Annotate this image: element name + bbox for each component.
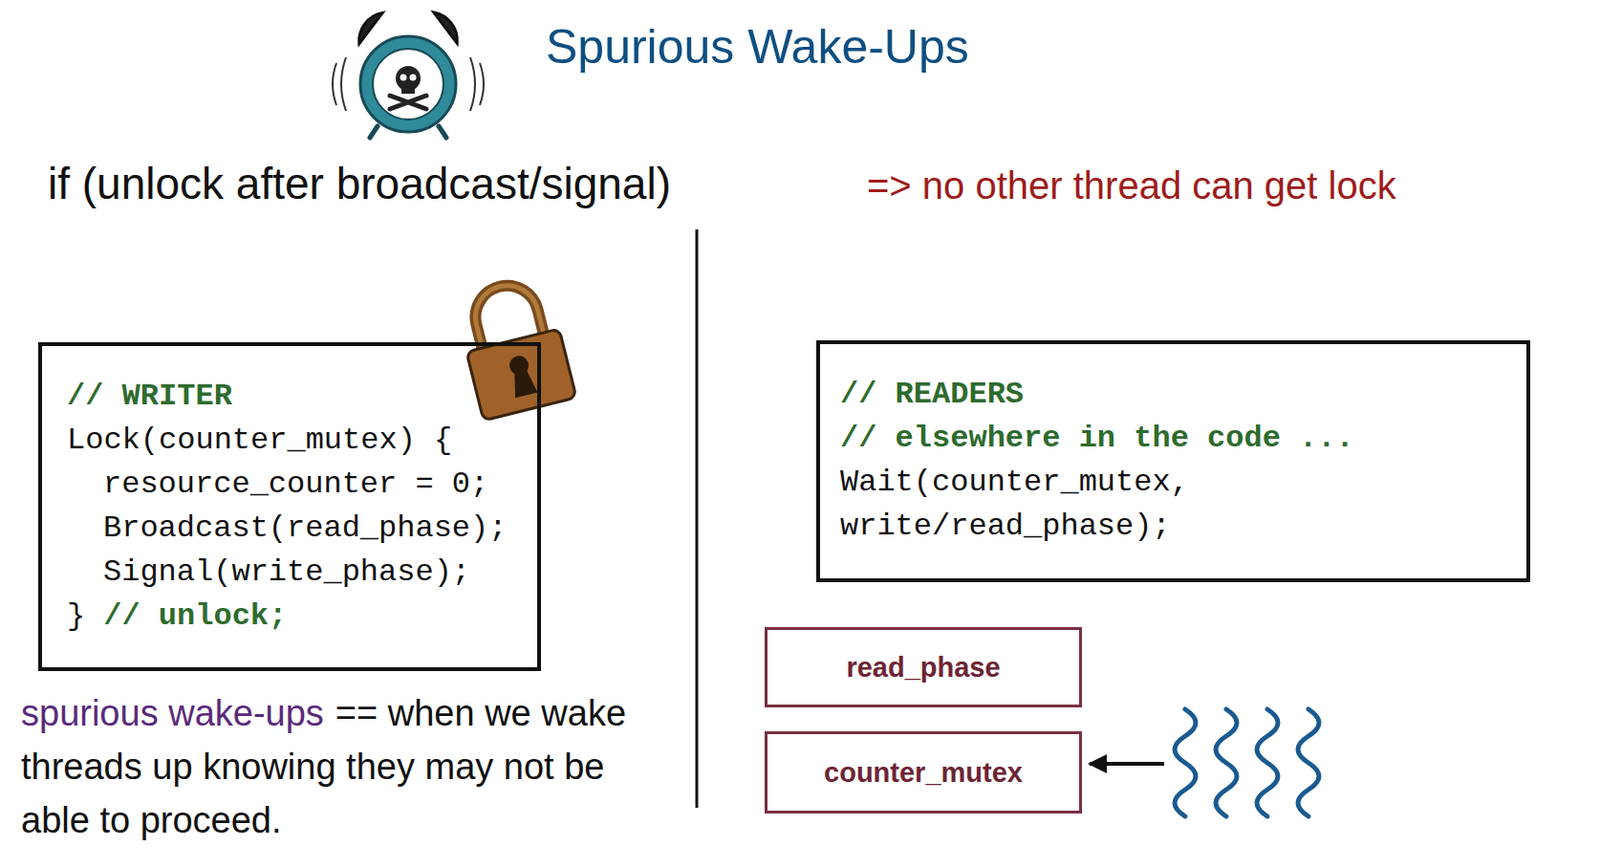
code-comment: // WRITER — [66, 378, 233, 414]
code-line: // WRITER — [66, 374, 513, 419]
pointer-arrow — [1089, 761, 1165, 766]
writer-code-box: // WRITER Lock(counter_mutex) { resource_c… — [38, 342, 541, 671]
code-text: resource_counter = 0; — [103, 466, 489, 502]
code-line: resource_counter = 0; — [66, 462, 513, 507]
readers-code-box: // READERS // elsewhere in the code ... Wa… — [816, 340, 1531, 583]
consequence-text: => no other thread can get lock — [866, 164, 1397, 208]
code-text: } — [66, 598, 86, 634]
code-line: // elsewhere in the code ... — [840, 416, 1507, 461]
code-comment: // unlock; — [103, 598, 287, 634]
condition-variable-box: read_phase — [764, 627, 1082, 708]
note-text: spurious wake-ups== when we wake threads… — [21, 686, 681, 847]
title: Spurious Wake-Ups — [545, 19, 970, 75]
code-line: Lock(counter_mutex) { — [66, 418, 513, 463]
variable-name: read_phase — [845, 651, 1000, 684]
code-text: Wait(counter_mutex, — [840, 464, 1190, 500]
term-text: spurious wake-ups — [21, 692, 325, 734]
code-comment: // READERS — [840, 376, 1024, 412]
code-text: write/read_phase); — [840, 508, 1171, 544]
condition-text: if (unlock after broadcast/signal) — [47, 157, 671, 210]
code-line: write/read_phase); — [840, 504, 1507, 549]
code-line: } // unlock; — [66, 594, 513, 639]
code-text: Broadcast(read_phase); — [103, 510, 507, 546]
padlock-icon — [453, 275, 577, 421]
mutex-box: counter_mutex — [764, 731, 1082, 814]
alarm-clock-icon — [332, 12, 484, 138]
code-comment: // elsewhere in the code ... — [840, 420, 1355, 456]
variable-name: counter_mutex — [823, 756, 1023, 789]
code-line: Broadcast(read_phase); — [66, 506, 513, 551]
code-line: Wait(counter_mutex, — [840, 460, 1507, 505]
code-text: Signal(write_phase); — [103, 554, 471, 590]
thread-squiggles — [1174, 709, 1319, 817]
code-text: Lock(counter_mutex) { — [66, 422, 453, 458]
code-line: // READERS — [840, 372, 1507, 417]
divider-line — [695, 229, 699, 808]
code-line: Signal(write_phase); — [66, 550, 513, 595]
